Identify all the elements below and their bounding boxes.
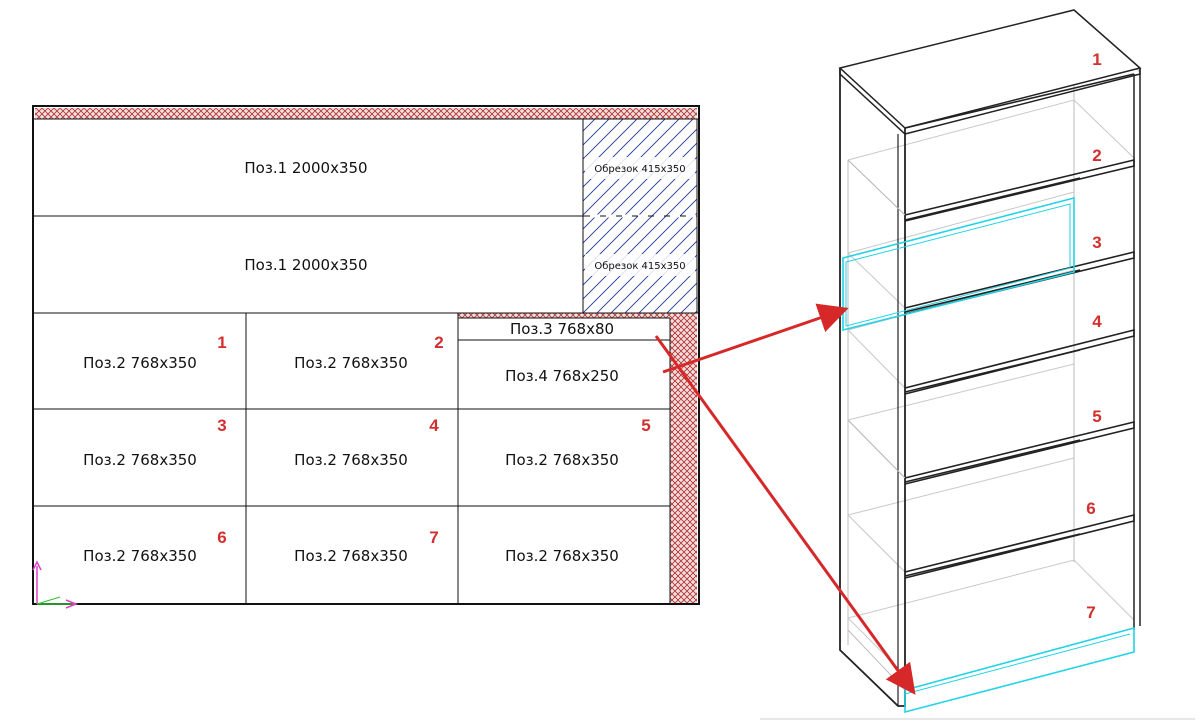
right-waste-band bbox=[670, 313, 697, 603]
panel-number-7: 7 bbox=[429, 528, 438, 547]
shelf-number-4: 4 bbox=[1092, 312, 1102, 331]
panel-label-1: Поз.2 768x350 bbox=[83, 354, 197, 372]
pos3-waste-strip bbox=[458, 313, 670, 318]
shelf-number-1: 1 bbox=[1092, 50, 1101, 69]
coordinate-axes-icon bbox=[32, 560, 79, 609]
panel-label-7: Поз.2 768x350 bbox=[294, 547, 408, 565]
bookcase-shelf-backs bbox=[847, 159, 906, 479]
offcut-label-1: Обрезок 415x350 bbox=[594, 164, 685, 175]
strip-label-2: Поз.1 2000x350 bbox=[244, 256, 367, 274]
panel-label-2: Поз.2 768x350 bbox=[294, 354, 408, 372]
highlight-pos3-inner bbox=[845, 203, 1071, 327]
panel-number-1: 1 bbox=[217, 333, 226, 352]
arrow-pos3-to-plinth bbox=[654, 335, 916, 695]
top-waste-band bbox=[35, 108, 697, 119]
panel-label-8: Поз.2 768x350 bbox=[505, 547, 619, 565]
highlight-pos4-inner bbox=[904, 633, 1131, 695]
offcut-label-bg-1 bbox=[585, 157, 695, 179]
bookcase-right-side bbox=[1133, 68, 1141, 630]
shelf-number-2: 2 bbox=[1092, 146, 1101, 165]
panel-number-2: 2 bbox=[434, 333, 443, 352]
panel-label-6: Поз.2 768x350 bbox=[83, 547, 197, 565]
shelf-number-6: 6 bbox=[1086, 499, 1095, 518]
highlight-pos4-plinth bbox=[904, 626, 1135, 714]
panel-number-6: 6 bbox=[217, 528, 226, 547]
pos4-label: Поз.4 768x250 bbox=[505, 367, 619, 385]
shelf-number-5: 5 bbox=[1092, 407, 1101, 426]
connector-arrows bbox=[654, 303, 916, 695]
panel-label-4: Поз.2 768x350 bbox=[294, 451, 408, 469]
bookcase-shelves bbox=[904, 73, 1135, 579]
panel-label-3: Поз.2 768x350 bbox=[83, 451, 197, 469]
bookcase-left-side bbox=[839, 68, 906, 707]
offcut-label-bg-2 bbox=[585, 254, 695, 276]
shelf-number-3: 3 bbox=[1092, 233, 1101, 252]
bookcase-faint-shelves bbox=[847, 99, 1135, 676]
panel-number-5: 5 bbox=[641, 416, 650, 435]
panel-label-5: Поз.2 768x350 bbox=[505, 451, 619, 469]
arrow-pos4-to-shelf bbox=[662, 303, 849, 374]
shelf-number-7: 7 bbox=[1086, 603, 1095, 622]
panel-number-4: 4 bbox=[429, 416, 439, 435]
panel-number-3: 3 bbox=[217, 416, 226, 435]
cutting-layout: Обрезок 415x350 Обрезок 415x350 Поз.1 20… bbox=[32, 105, 700, 609]
strip-label-1: Поз.1 2000x350 bbox=[244, 159, 367, 177]
bookcase-drawing: 1 2 3 4 5 6 7 bbox=[760, 9, 1195, 720]
highlight-pos3-part bbox=[842, 196, 1075, 332]
pos3-label: Поз.3 768x80 bbox=[510, 320, 614, 338]
offcut-label-2: Обрезок 415x350 bbox=[594, 261, 685, 272]
bookcase-top bbox=[838, 9, 1142, 129]
